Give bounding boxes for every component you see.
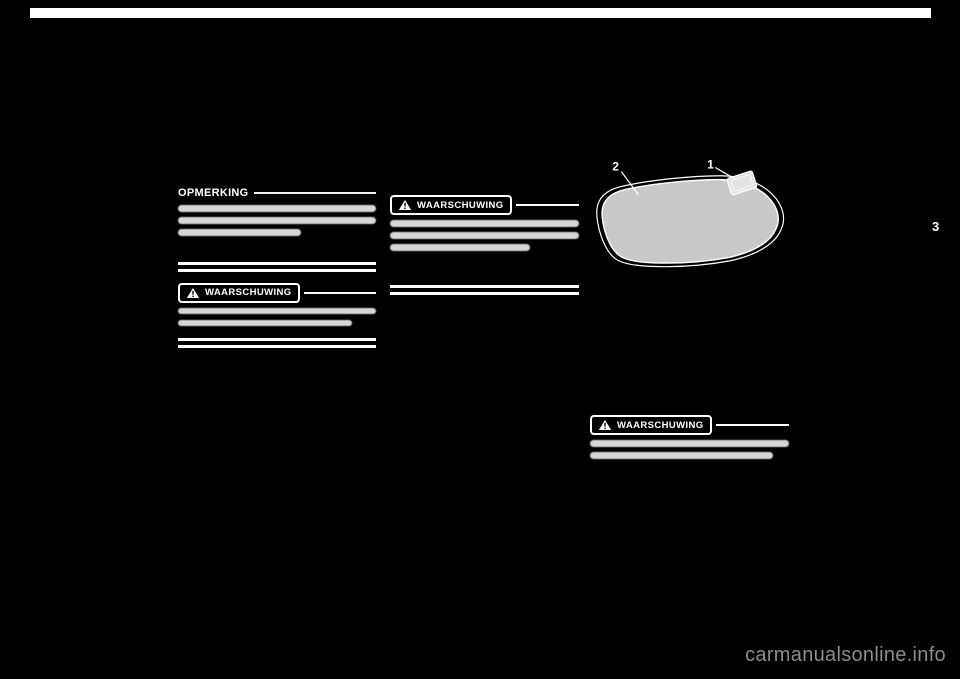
warning-paragraph-illegible [590,440,789,459]
note-label: OPMERKING [178,186,249,199]
note-header: OPMERKING [178,186,376,199]
warning-label: WAARSCHUWING [617,419,704,431]
fuel-tank-figure: 1 2 [590,148,790,288]
fuel-tank-outer-outline [596,175,785,268]
fuel-cap [726,170,758,196]
warning-label: WAARSCHUWING [205,287,292,298]
text-line [590,440,789,447]
column-middle: WAARSCHUWING [390,195,579,295]
section-divider [178,338,376,348]
warning-badge: WAARSCHUWING [390,195,512,215]
fuel-tank-body [601,178,779,264]
text-line [178,229,301,236]
warning-icon [186,287,200,298]
warning-paragraph-illegible [178,307,376,326]
callout-1-leader [714,166,735,180]
warning-badge: WAARSCHUWING [590,415,712,435]
page-top-edge [30,8,931,18]
warning-rule [303,291,376,294]
watermark-text: carmanualsonline.info [745,644,946,666]
note-paragraph-illegible [178,205,376,236]
warning-header: WAARSCHUWING [390,195,579,215]
section-divider [178,261,376,272]
text-line [390,244,530,251]
column-left: OPMERKING WAARSCHUWING [178,186,376,348]
warning-badge: WAARSCHUWING [178,282,300,303]
text-line [590,452,774,459]
warning-header: WAARSCHUWING [178,282,376,303]
warning-rule [715,424,789,426]
fuel-tank-drawing: 1 2 [596,158,785,268]
callout-2-label: 2 [612,160,619,174]
text-line [390,220,579,227]
section-divider [390,284,579,295]
callout-2-leader [620,171,639,196]
warning-icon [398,199,412,211]
warning-header: WAARSCHUWING [590,415,789,435]
text-line [178,217,376,224]
warning-rule [515,204,579,206]
chapter-number: 3 [932,219,940,234]
warning-icon [598,419,612,431]
warning-label: WAARSCHUWING [417,199,504,211]
column-right-warning: WAARSCHUWING [590,415,789,464]
callout-1-label: 1 [707,158,714,172]
warning-paragraph-illegible [390,220,579,251]
text-line [178,319,353,326]
text-line [178,307,376,314]
text-line [390,232,579,239]
text-line [178,205,376,212]
note-rule [253,191,376,194]
